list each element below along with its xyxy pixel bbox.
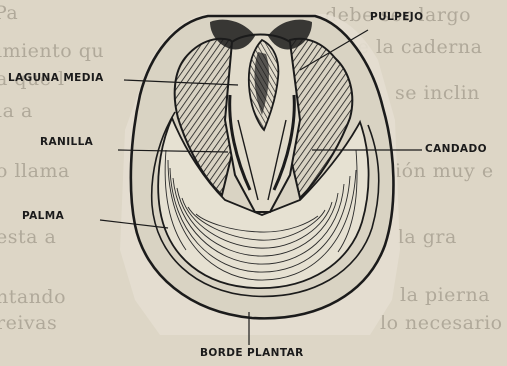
label-laguna-media: LAGUNA MEDIA bbox=[8, 72, 104, 84]
label-borde-plantar: BORDE PLANTAR bbox=[200, 347, 304, 359]
label-ranilla: RANILLA bbox=[40, 136, 93, 148]
label-pulpejo: PULPEJO bbox=[370, 11, 423, 23]
label-candado: CANDADO bbox=[425, 143, 487, 155]
label-palma: PALMA bbox=[22, 210, 64, 222]
